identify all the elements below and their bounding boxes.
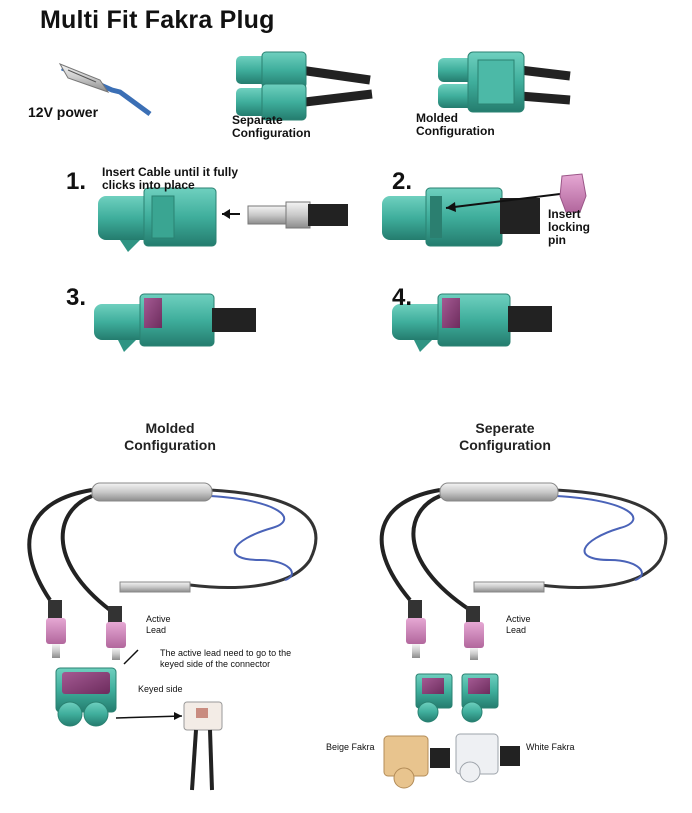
molded-active-line2: Lead xyxy=(146,625,167,635)
molded-active-lead-label: Active Lead xyxy=(146,614,171,636)
beige-fakra-image xyxy=(383,735,450,789)
step1-text: Insert Cable until it fully clicks into … xyxy=(102,166,238,192)
keyed-fakra-image xyxy=(55,667,223,791)
molded-splitter-image xyxy=(27,482,318,665)
separate-label-line1: Separate xyxy=(232,113,283,127)
seperate-splitter-image xyxy=(379,482,668,660)
molded-label-line1: Molded xyxy=(416,111,458,125)
active-lead-note-line1: The active lead need to go to the xyxy=(160,648,292,658)
seperate-active-line2: Lead xyxy=(506,625,527,635)
step3-image xyxy=(94,293,256,352)
keyed-side-label: Keyed side xyxy=(138,684,183,694)
page-title: Multi Fit Fakra Plug xyxy=(40,6,275,34)
active-lead-note: The active lead need to go to the keyed … xyxy=(160,648,291,670)
step2-image xyxy=(382,173,587,247)
white-fakra-image xyxy=(455,733,520,783)
seperate-active-line1: Active xyxy=(506,614,531,624)
molded-label-line2: Configuration xyxy=(416,124,495,138)
separate-label-line2: Configuration xyxy=(232,126,311,140)
step2-text: Insert locking pin xyxy=(548,208,590,247)
molded-heading-line1: Molded xyxy=(145,420,195,436)
molded-label: Molded Configuration xyxy=(416,112,495,138)
beige-fakra-label: Beige Fakra xyxy=(326,742,375,752)
power-label: 12V power xyxy=(28,104,99,120)
seperate-heading-line2: Configuration xyxy=(459,437,551,453)
step4-number: 4. xyxy=(392,284,413,311)
power-connector-image xyxy=(58,63,152,117)
step4-image xyxy=(392,293,552,352)
molded-config-image xyxy=(438,51,571,113)
step1-text-line2: clicks into place xyxy=(102,178,195,192)
active-lead-note-line2: keyed side of the connector xyxy=(160,659,271,669)
step2-number: 2. xyxy=(392,168,413,195)
separate-label: Separate Configuration xyxy=(232,114,311,140)
step1-number: 1. xyxy=(66,168,87,195)
white-fakra-label: White Fakra xyxy=(526,742,575,752)
molded-heading: Molded Configuration xyxy=(110,420,230,454)
molded-active-line1: Active xyxy=(146,614,171,624)
step2-text-line2: locking xyxy=(548,220,591,234)
step3-number: 3. xyxy=(66,284,87,311)
step2-text-line1: Insert xyxy=(548,207,581,221)
molded-heading-line2: Configuration xyxy=(124,437,216,453)
seperate-active-lead-label: Active Lead xyxy=(506,614,531,636)
separate-fakras-image xyxy=(415,673,499,723)
step2-text-line3: pin xyxy=(548,233,566,247)
seperate-heading: Seperate Configuration xyxy=(440,420,570,454)
seperate-heading-line1: Seperate xyxy=(475,420,535,436)
separate-config-image xyxy=(236,51,373,121)
step1-text-line1: Insert Cable until it fully xyxy=(102,165,239,179)
step1-image xyxy=(98,187,348,252)
